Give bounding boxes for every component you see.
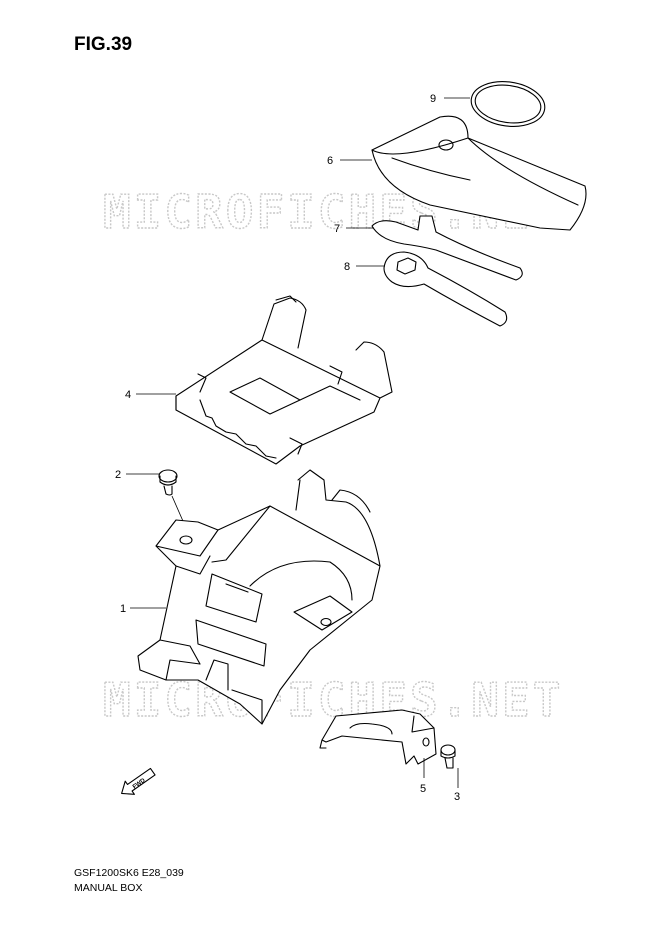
callout-5: 5 [420,783,426,795]
callout-3: 3 [454,791,460,803]
callout-8: 8 [344,261,350,273]
callout-4: 4 [125,389,131,401]
part-4-holder-tray[interactable] [175,295,393,465]
watermark-bottom: MICROFICHES.NET [103,673,563,727]
fwd-arrow-icon: FWD [121,767,156,795]
callout-9: 9 [430,93,436,105]
part-2-bolt[interactable] [158,469,187,529]
part-8-box-wrench[interactable] [383,251,508,327]
callout-2: 2 [115,469,121,481]
callout-1: 1 [120,603,126,615]
part-7-spanner[interactable] [371,215,523,281]
footer: GSF1200SK6 E28_039 MANUAL BOX [74,866,184,896]
callout-7: 7 [334,223,340,235]
part-5-bracket[interactable] [319,709,437,765]
figure-title: FIG.39 [74,34,133,55]
part-9-ring[interactable] [468,77,547,131]
model-code: GSF1200SK6 E28_039 [74,867,184,879]
part-3-bolt[interactable] [440,744,456,769]
part-6-tool-bag[interactable] [371,115,587,231]
callout-6: 6 [327,155,333,167]
leader-lines [126,97,470,788]
diagram-caption: MANUAL BOX [74,882,143,894]
part-1-manual-box[interactable] [137,469,381,725]
